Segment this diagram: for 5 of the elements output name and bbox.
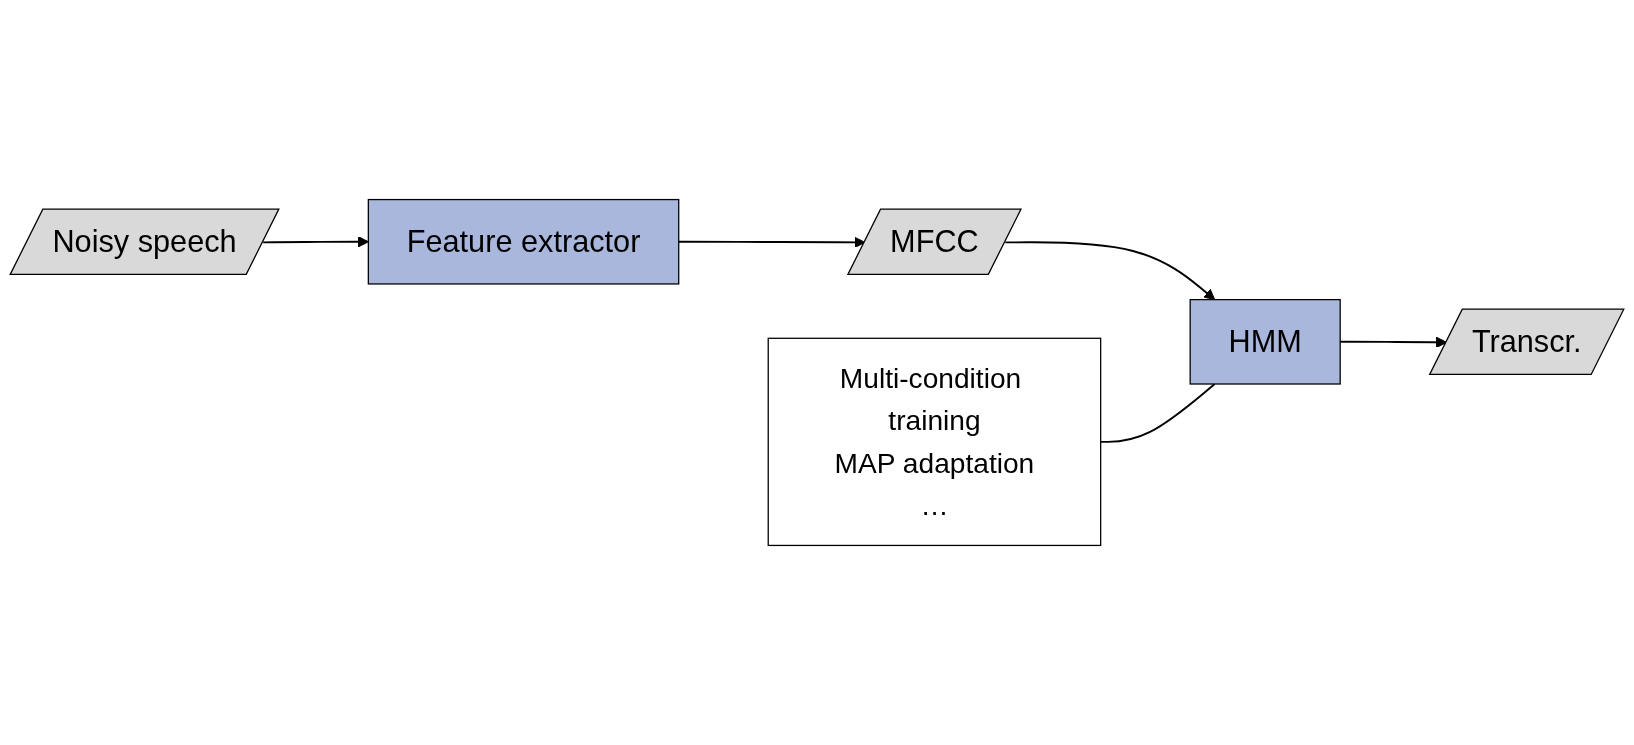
arrow xyxy=(262,236,369,248)
node-box: Multi-condition training MAP adaptation … xyxy=(767,337,1102,547)
arrow xyxy=(1004,241,1216,301)
node-box: Feature extractor xyxy=(367,198,680,285)
node-box: HMM xyxy=(1189,299,1341,385)
